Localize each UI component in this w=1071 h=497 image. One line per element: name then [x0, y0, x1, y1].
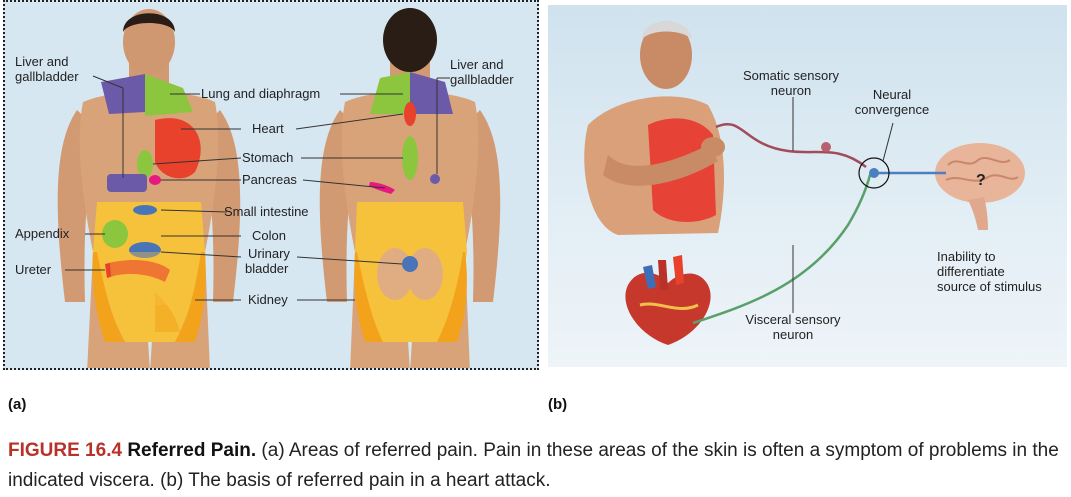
man-figure [584, 21, 725, 236]
somatic-neuron-body [821, 142, 831, 152]
label-somatic-2: neuron [771, 83, 811, 98]
heart-illustration [625, 255, 711, 345]
label-lung: Lung and diaphragm [201, 86, 320, 101]
label-neural-1: Neural [873, 87, 911, 102]
figure-caption-text: (a) Areas of referred pain. Pain in thes… [8, 440, 1059, 491]
back-figure [319, 8, 501, 368]
figure-caption: FIGURE 16.4 Referred Pain. (a) Areas of … [8, 436, 1068, 496]
neural-diagram: ? Somatic sensory neuron Neural converge… [584, 21, 1042, 345]
label-somatic-1: Somatic sensory [743, 68, 840, 83]
label-stomach: Stomach [242, 150, 293, 165]
figure-title: Referred Pain. [127, 440, 257, 461]
visceral-neuron-path [692, 174, 872, 325]
label-bladder-1: Urinary [248, 246, 290, 261]
label-small-intestine: Small intestine [224, 204, 309, 219]
front-figure [57, 9, 241, 368]
panel-tag-a: (a) [8, 396, 27, 413]
brain-illustration [935, 143, 1025, 230]
label-appendix: Appendix [15, 226, 70, 241]
label-liver-front-1: Liver and [15, 54, 68, 69]
somatic-neuron-path [715, 122, 867, 168]
label-visceral-1: Visceral sensory [745, 312, 841, 327]
label-liver-back-2: gallbladder [450, 72, 514, 87]
label-neural-2: convergence [855, 102, 929, 117]
panel-tag-b: (b) [548, 396, 568, 413]
label-liver-back-1: Liver and [450, 57, 503, 72]
panel-a-referred-pain-map: Liver and gallbladder Liver and gallblad… [3, 0, 539, 370]
question-mark: ? [976, 172, 986, 189]
convergence-circle [858, 157, 890, 189]
label-inability-2: differentiate [937, 264, 1005, 279]
body-diagram: Liver and gallbladder Liver and gallblad… [15, 8, 514, 368]
label-pancreas: Pancreas [242, 172, 297, 187]
label-ureter: Ureter [15, 262, 52, 277]
label-bladder-2: bladder [245, 261, 289, 276]
label-visceral-2: neuron [773, 327, 813, 342]
label-colon: Colon [252, 228, 286, 243]
label-inability-3: source of stimulus [937, 279, 1042, 294]
leader-lines [65, 75, 450, 301]
label-heart: Heart [252, 121, 284, 136]
panel-b-heart-attack-diagram: ? Somatic sensory neuron Neural converge… [548, 5, 1067, 367]
label-inability-1: Inability to [937, 249, 996, 264]
label-liver-front-2: gallbladder [15, 69, 79, 84]
label-kidney: Kidney [248, 292, 288, 307]
figure-number: FIGURE 16.4 [8, 440, 123, 461]
